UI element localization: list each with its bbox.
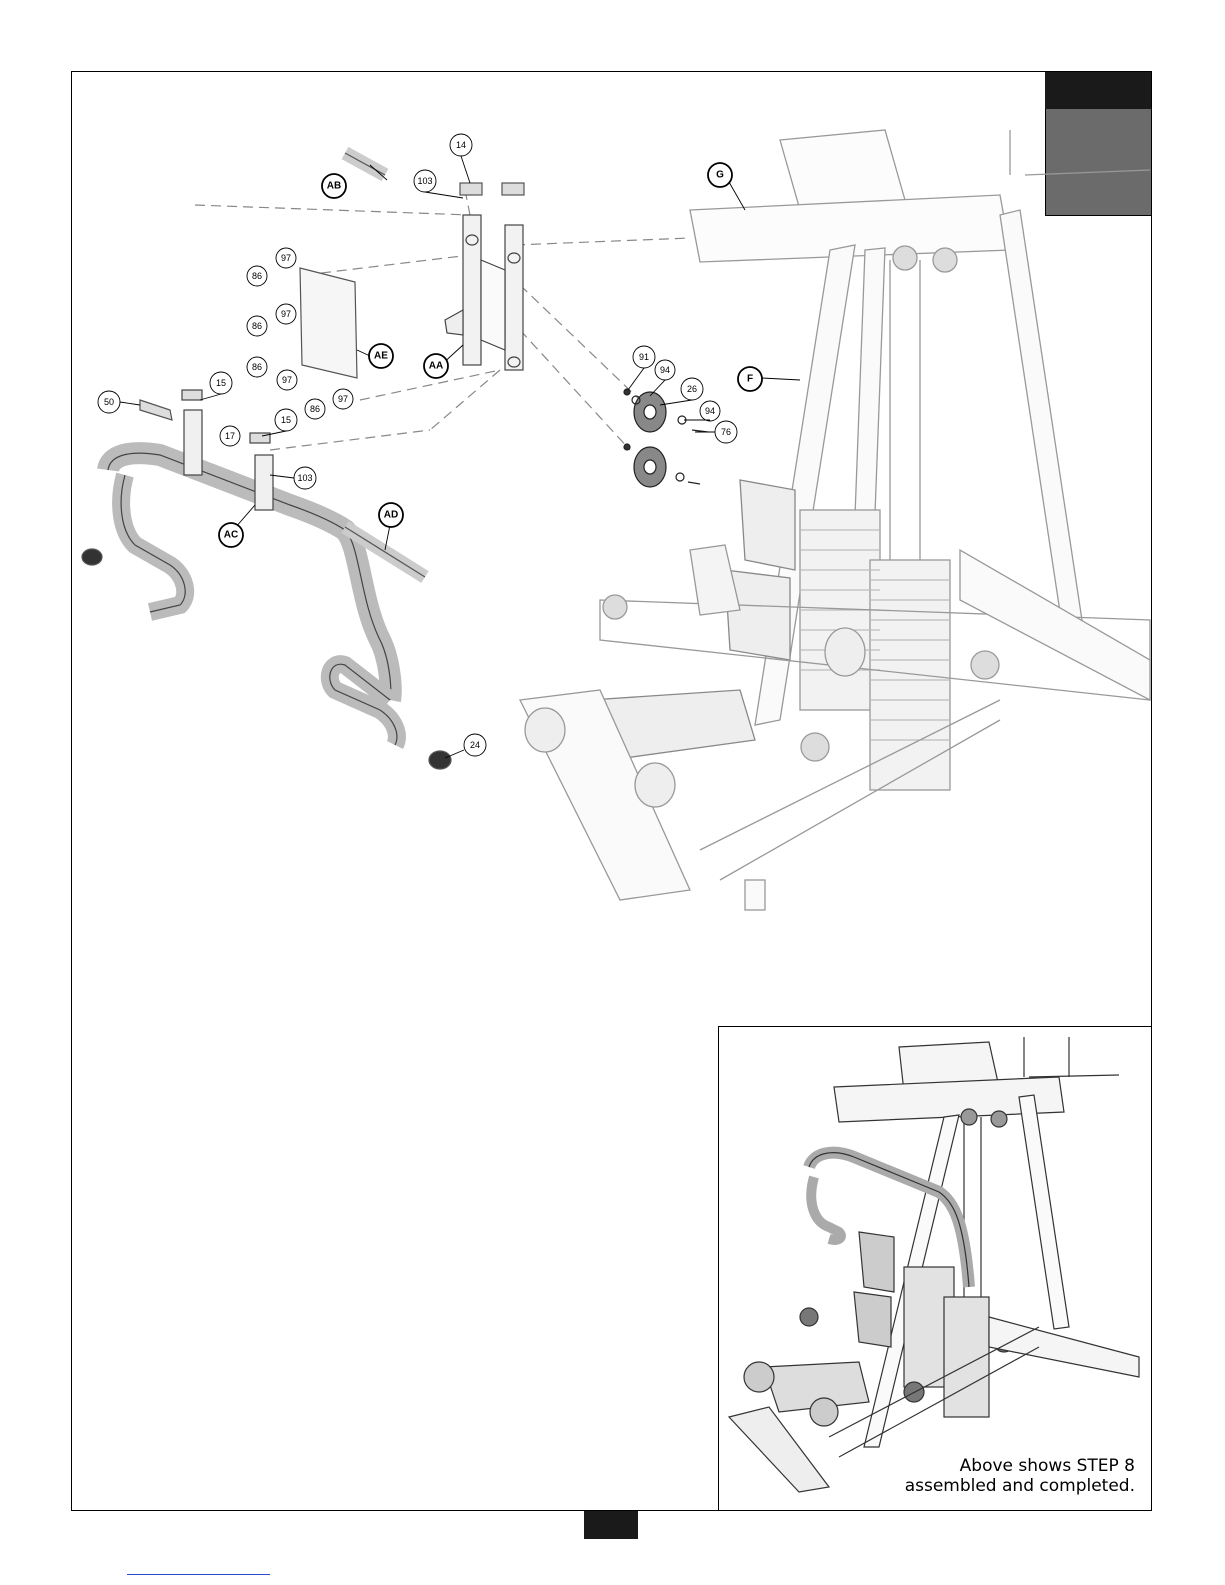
part-label-ad: AD	[384, 510, 398, 521]
completed-machine-image	[719, 1027, 1153, 1512]
callout-97: 97	[282, 375, 292, 385]
callout-97: 97	[281, 253, 291, 263]
inset-caption: Above shows STEP 8 assembled and complet…	[905, 1456, 1135, 1496]
completed-step-inset: Above shows STEP 8 assembled and complet…	[718, 1026, 1152, 1511]
part-label-ab: AB	[327, 181, 341, 192]
callout-17: 17	[225, 431, 235, 441]
callout-97: 97	[281, 309, 291, 319]
callout-76: 76	[721, 427, 731, 437]
callout-86: 86	[252, 362, 262, 372]
callout-86: 86	[252, 271, 262, 281]
callout-26: 26	[687, 384, 697, 394]
part-label-ae: AE	[374, 351, 388, 362]
bottom-link-underline	[127, 1574, 270, 1575]
callout-86: 86	[310, 404, 320, 414]
part-label-ac: AC	[224, 530, 238, 541]
callout-97: 97	[338, 394, 348, 404]
part-label-aa: AA	[429, 361, 443, 372]
callout-50: 50	[104, 397, 114, 407]
caption-line-2: assembled and completed.	[905, 1476, 1135, 1496]
part-aa-bracket	[445, 215, 523, 370]
callout-103: 103	[297, 473, 312, 483]
part-label-f: F	[747, 374, 753, 385]
callout-14: 14	[456, 140, 466, 150]
part-ab-bar	[345, 153, 385, 175]
callout-15: 15	[216, 378, 226, 388]
callout-24: 24	[470, 740, 480, 750]
callout-15: 15	[281, 415, 291, 425]
callout-91: 91	[639, 352, 649, 362]
callout-86: 86	[252, 321, 262, 331]
callout-103: 103	[417, 176, 432, 186]
page-number-tab	[584, 1511, 638, 1539]
gym-machine	[520, 130, 1150, 910]
part-ae-plate	[300, 268, 357, 378]
part-label-g: G	[716, 170, 724, 181]
caption-line-1: Above shows STEP 8	[905, 1456, 1135, 1476]
callout-94: 94	[660, 365, 670, 375]
part-ac-handle	[108, 390, 397, 745]
callout-94: 94	[705, 406, 715, 416]
